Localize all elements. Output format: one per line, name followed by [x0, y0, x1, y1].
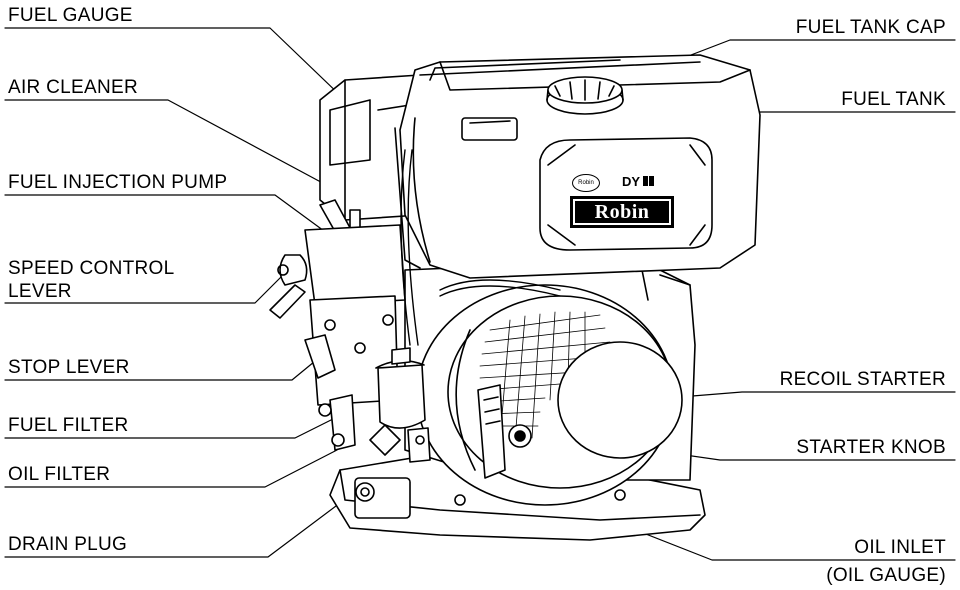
label-fuel-tank: FUEL TANK — [841, 89, 946, 110]
label-starter-knob: STARTER KNOB — [796, 437, 946, 458]
drain-plug-icon — [355, 482, 375, 502]
oil-inlet — [369, 424, 431, 463]
fuel-injection-pump — [304, 199, 406, 406]
recoil-starter — [416, 284, 683, 506]
oil-filter — [318, 394, 356, 451]
fuel-tank-cap — [546, 76, 624, 115]
fuel-pipes — [400, 149, 561, 346]
fuel-gauge — [461, 117, 518, 141]
label-fuel-gauge: FUEL GAUGE — [8, 5, 133, 26]
stop-lever — [304, 334, 336, 379]
label-fuel-injection-pump: FUEL INJECTION PUMP — [8, 172, 228, 193]
fuel-filter — [375, 347, 426, 429]
leader-fuel-injection-pump — [4, 194, 351, 251]
label-fuel-filter: FUEL FILTER — [8, 415, 129, 436]
label-fuel-tank-cap: FUEL TANK CAP — [795, 17, 946, 38]
label-air-cleaner: AIR CLEANER — [8, 77, 139, 98]
leader-drain-plug — [4, 487, 361, 558]
speed-control-lever — [269, 254, 308, 319]
label-drain-plug: DRAIN PLUG — [8, 534, 128, 555]
brand-plate: Robin — [570, 196, 674, 228]
leader-fuel-filter — [4, 417, 336, 439]
leader-oil-filter — [4, 449, 338, 488]
label-speed-control: SPEED CONTROL — [8, 258, 175, 279]
leader-stop-lever — [4, 356, 321, 381]
label-speed-control-lever: LEVER — [8, 281, 72, 302]
leader-air-cleaner — [4, 99, 346, 196]
starter-knob — [477, 384, 532, 479]
tank-badge: Robin DY Robin — [570, 172, 680, 232]
label-recoil-starter: RECOIL STARTER — [779, 369, 946, 390]
label-oil-inlet: OIL INLET — [854, 537, 946, 558]
recoil-starter-hub — [557, 341, 683, 459]
label-oil-gauge: (OIL GAUGE) — [826, 565, 946, 586]
model-label: DY — [622, 174, 655, 189]
label-stop-lever: STOP LEVER — [8, 357, 130, 378]
robin-logo-small: Robin — [572, 174, 600, 192]
label-oil-filter: OIL FILTER — [8, 464, 111, 485]
